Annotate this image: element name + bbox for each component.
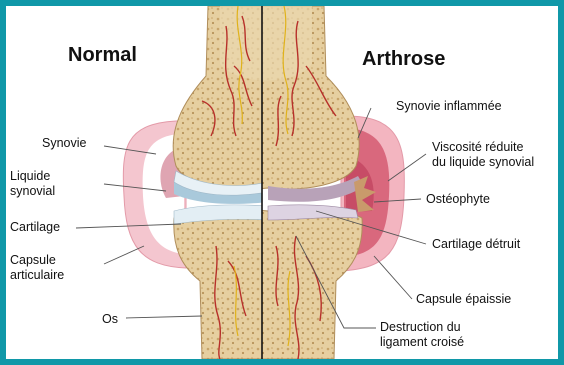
label-synovie-inflammee: Synovie inflammée [396,99,502,114]
label-cartilage-detruit: Cartilage détruit [432,237,520,252]
label-cartilage: Cartilage [10,220,60,235]
label-capsule-epaissie: Capsule épaissie [416,292,511,307]
label-viscosite-reduite: Viscosité réduite du liquide synovial [432,140,534,170]
title-arthrose: Arthrose [362,48,445,71]
label-os: Os [102,312,118,327]
lower-bone [174,210,362,359]
upper-bone [173,6,359,189]
label-osteophyte: Ostéophyte [426,192,490,207]
label-capsule-articulaire: Capsule articulaire [10,253,64,283]
label-destruction-ligament: Destruction du ligament croisé [380,320,464,350]
label-synovie: Synovie [42,136,86,151]
label-liquide-synovial: Liquide synovial [10,169,55,199]
title-normal: Normal [68,44,137,67]
diagram-panel: Normal Arthrose Synovie Liquide synovial… [6,6,558,359]
